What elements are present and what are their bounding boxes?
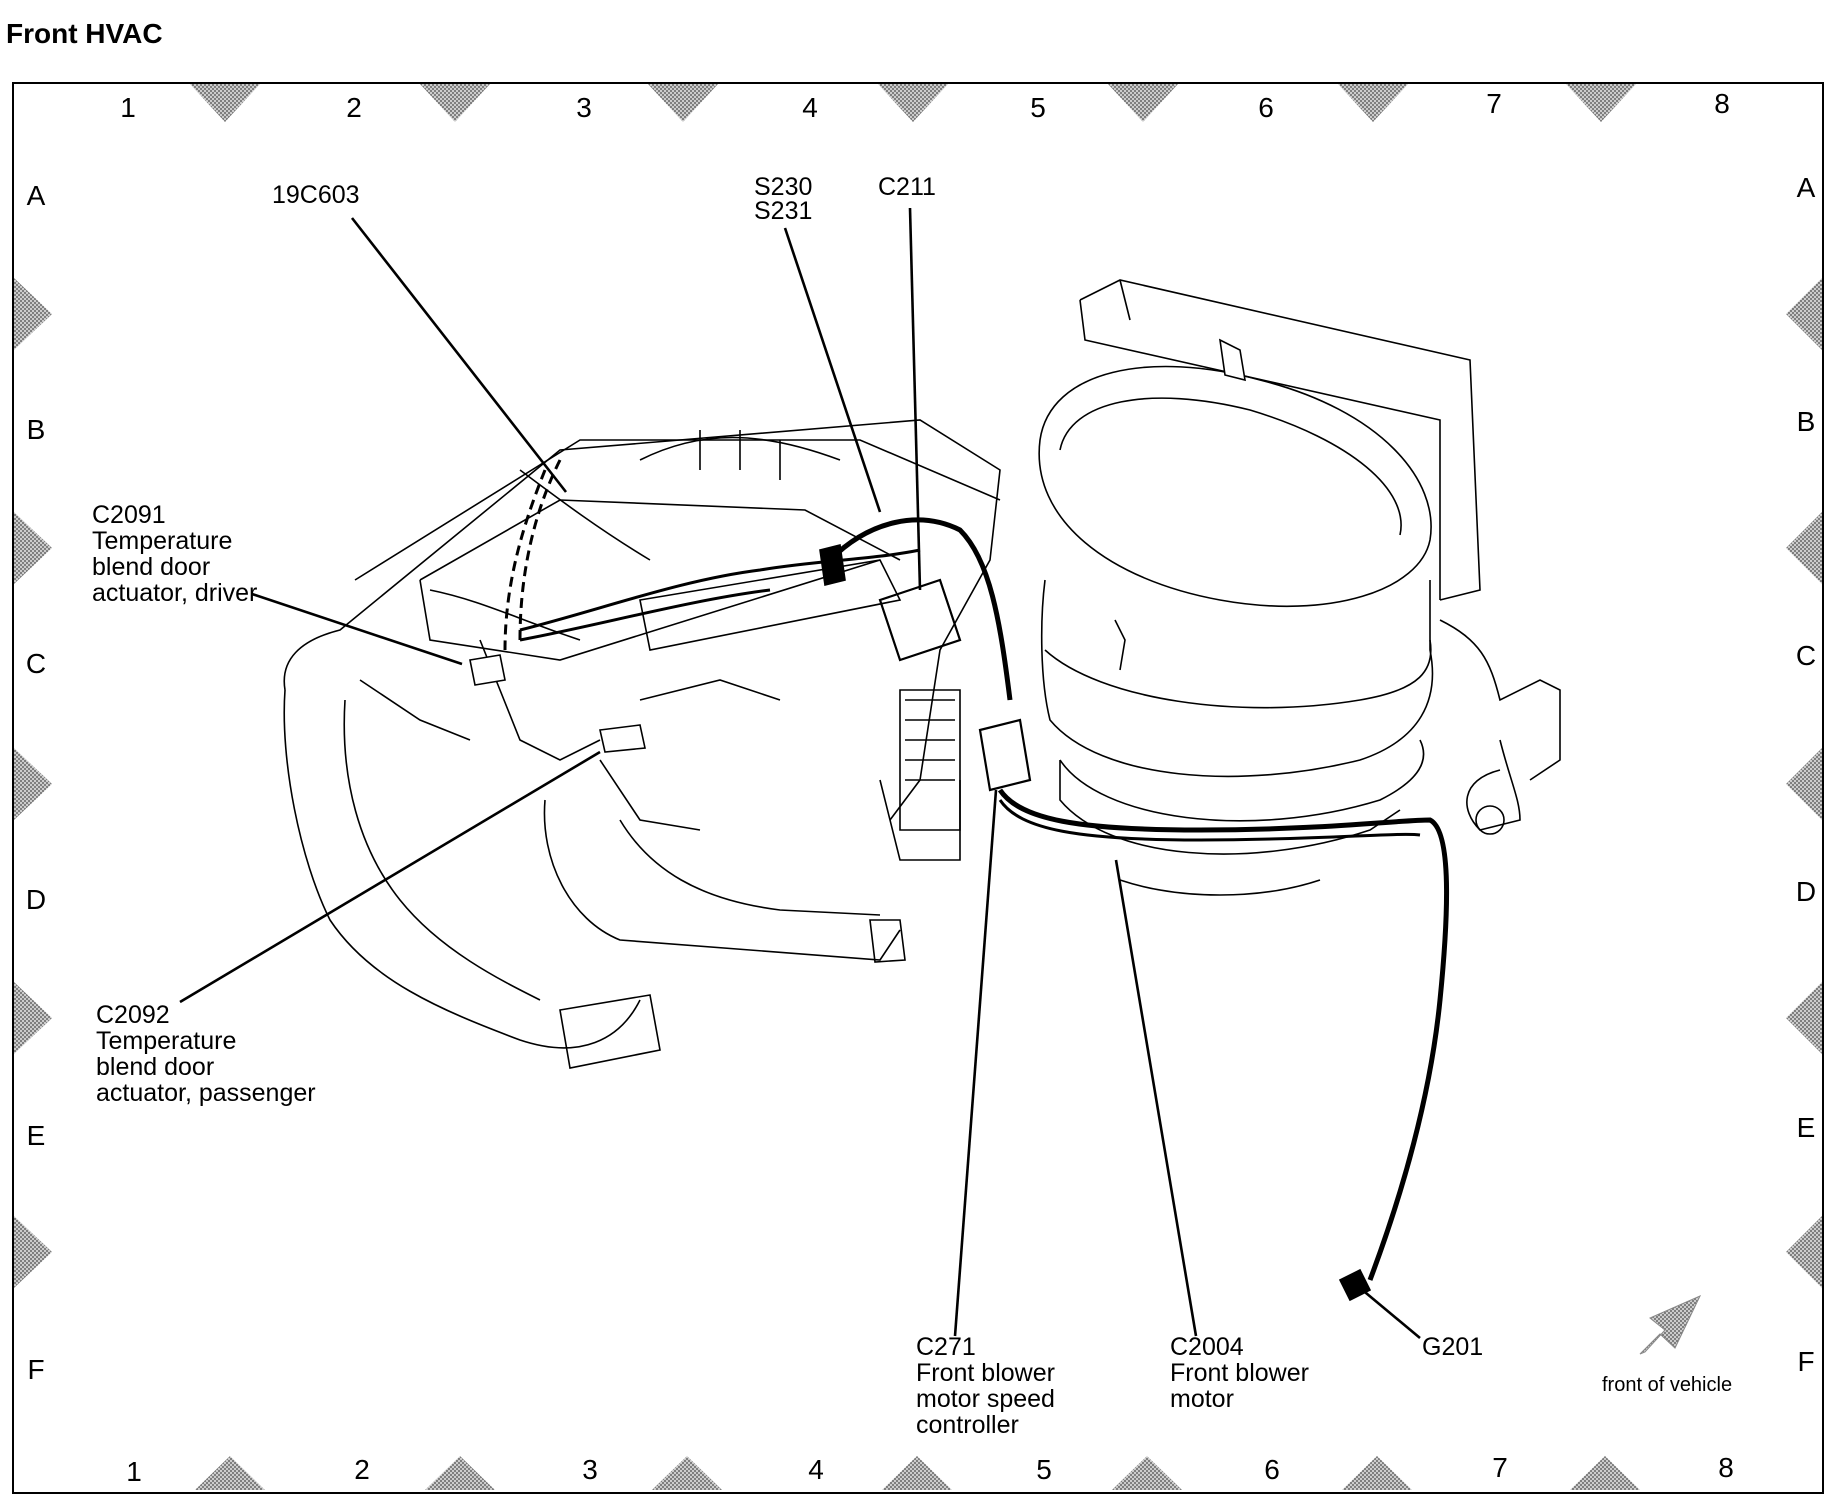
grid-row-e-right: E [1796, 1112, 1816, 1143]
grid-row-b-right: B [1796, 406, 1816, 437]
grid-row-d: D [25, 884, 47, 915]
leader-lines [179, 207, 1421, 1339]
label-c2091: C2091 Temperature blend door actuator, d… [92, 501, 258, 607]
grid-row-d-right: D [1795, 876, 1817, 907]
label-g201: G201 [1422, 1333, 1484, 1361]
grid-col-3: 3 [576, 92, 592, 123]
hvac-assembly [283, 279, 1561, 1302]
grid-row-f: F [27, 1354, 45, 1385]
grid-col-6-bottom: 6 [1264, 1454, 1280, 1485]
label-c2004: C2004 Front blower motor [1170, 1333, 1309, 1413]
grid-col-1-bottom: 1 [126, 1456, 142, 1487]
grid-col-4-bottom: 4 [808, 1454, 824, 1485]
label-c211: C211 [878, 173, 936, 201]
grid-row-e: E [26, 1120, 46, 1151]
label-c2092: C2092 Temperature blend door actuator, p… [96, 1001, 316, 1107]
page-title: Front HVAC [6, 18, 163, 49]
grid-col-3-bottom: 3 [582, 1454, 598, 1485]
grid-col-8: 8 [1714, 88, 1730, 119]
grid-markers [14, 84, 1822, 1490]
grid-row-a: A [26, 180, 46, 211]
grid-row-f-right: F [1797, 1346, 1815, 1377]
grid-row-b: B [26, 414, 46, 445]
grid-col-5-bottom: 5 [1036, 1454, 1052, 1485]
label-s230: S230 [754, 173, 813, 201]
grid-row-a-right: A [1796, 172, 1816, 203]
grid-row-c: C [25, 648, 47, 679]
grid-col-5: 5 [1030, 92, 1046, 123]
label-19c603: 19C603 [272, 181, 360, 209]
grid-col-6: 6 [1258, 92, 1274, 123]
label-front-of-vehicle: front of vehicle [1602, 1374, 1733, 1396]
grid-row-c-right: C [1795, 640, 1817, 671]
label-s231: S231 [754, 197, 813, 225]
grid-col-8-bottom: 8 [1718, 1452, 1734, 1483]
grid-col-2: 2 [346, 92, 362, 123]
grid-col-7: 7 [1486, 88, 1502, 119]
front-of-vehicle-arrow [1639, 1294, 1702, 1355]
label-c271: C271 Front blower motor speed controller [916, 1333, 1055, 1439]
grid-col-4: 4 [802, 92, 818, 123]
grid-col-2-bottom: 2 [354, 1454, 370, 1485]
grid-col-1: 1 [120, 92, 136, 123]
grid-col-7-bottom: 7 [1492, 1452, 1508, 1483]
diagram-frame [12, 82, 1824, 1494]
